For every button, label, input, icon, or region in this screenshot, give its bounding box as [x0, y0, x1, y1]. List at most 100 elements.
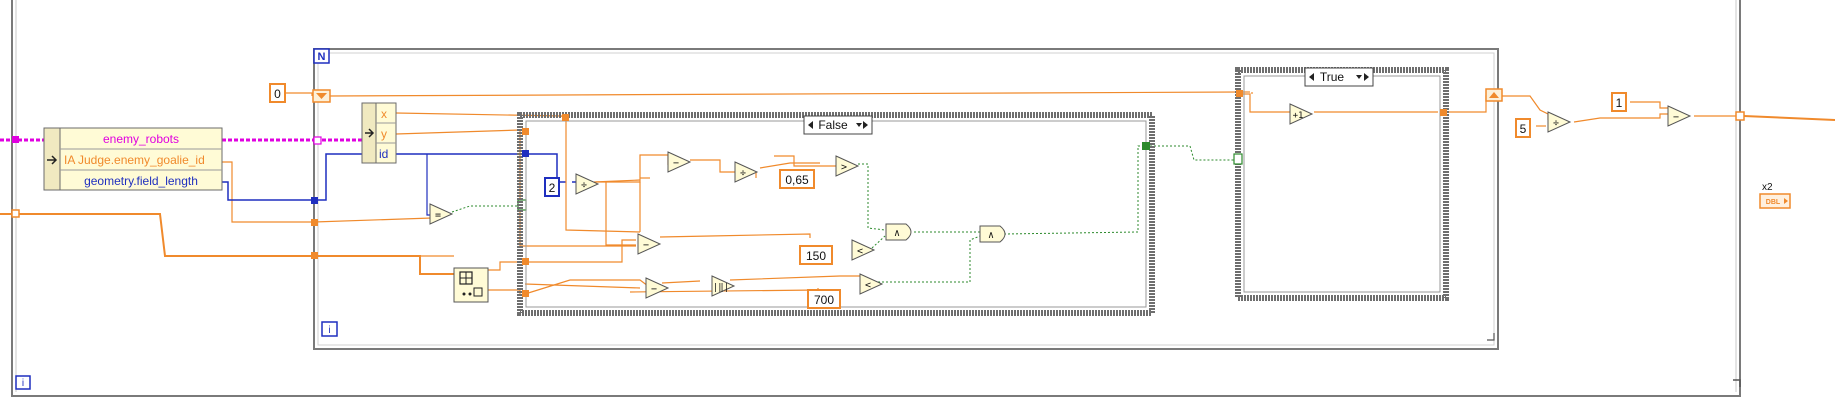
up-arrow-icon	[1489, 92, 1499, 98]
chevron-left-icon	[808, 121, 813, 129]
svg-text:True: True	[1320, 70, 1345, 84]
svg-text:−: −	[1673, 112, 1679, 123]
minus-node-top[interactable]: −	[667, 151, 692, 173]
svg-text:i: i	[22, 378, 24, 389]
constant-0[interactable]: 0	[269, 83, 286, 103]
tunnel-blue-left	[311, 197, 318, 204]
svg-text:0: 0	[274, 87, 281, 101]
outer-loop-iteration-terminal: i	[15, 375, 31, 390]
svg-text:0,65: 0,65	[785, 173, 809, 187]
input-tunnel-orange	[11, 209, 20, 218]
inner-tunnel-3	[522, 150, 529, 157]
chevron-down-icon	[856, 123, 862, 127]
outer-loop-frame: i	[11, 0, 1741, 397]
svg-text:N: N	[318, 51, 326, 63]
minus-node-final[interactable]: −	[1667, 105, 1692, 127]
outer-case-selector-terminal	[1233, 153, 1243, 165]
inner-tunnel-out	[1142, 142, 1150, 150]
input-tunnel-pink	[12, 136, 19, 143]
unbundle-item-field-length: geometry.field_length	[84, 174, 198, 188]
svg-text:False: False	[818, 118, 848, 132]
and-node-1[interactable]: ∧	[885, 223, 912, 241]
outer-case-selector-label[interactable]: True	[1304, 67, 1374, 87]
tunnel-pink-left	[313, 136, 322, 145]
unbundle-by-name-node[interactable]: enemy_robots IA Judge.enemy_goalie_id ge…	[43, 127, 223, 191]
svg-text:2: 2	[549, 181, 556, 195]
arrow-icon	[365, 128, 375, 138]
constant-1[interactable]: 1	[1611, 92, 1627, 112]
indicator-type: DBL	[1766, 199, 1781, 206]
svg-text:∧: ∧	[894, 228, 900, 239]
indicator-x2[interactable]: x2 DBL	[1759, 182, 1791, 209]
increment-node[interactable]: +1	[1289, 103, 1314, 125]
outer-loop-tunnel-out	[1735, 111, 1745, 121]
less-node-1[interactable]: <	[851, 239, 876, 261]
svg-text:−: −	[673, 158, 679, 169]
inner-case-structure: False	[517, 112, 1155, 316]
divide-node-2[interactable]: ÷	[734, 161, 759, 183]
chevron-right-icon	[1364, 73, 1369, 81]
greater-node[interactable]: >	[835, 155, 860, 177]
svg-text:÷: ÷	[581, 180, 587, 191]
arrow-icon	[1784, 198, 1788, 204]
svg-text:∧: ∧	[988, 230, 994, 241]
svg-text:−: −	[651, 284, 657, 295]
chevron-left-icon	[1309, 73, 1314, 81]
divide-node-1[interactable]: ÷	[575, 173, 600, 195]
abs-node[interactable]: |‖|	[711, 275, 736, 297]
arrow-icon	[47, 155, 58, 165]
minus-node-bottom[interactable]: −	[645, 277, 670, 299]
tunnel-orange-left-2	[311, 252, 318, 259]
less-node-2[interactable]: <	[859, 273, 884, 295]
unbundle-item-enemy-robots: enemy_robots	[103, 132, 179, 146]
svg-text:150: 150	[806, 249, 826, 263]
outer-case-tunnel-in	[1236, 90, 1243, 97]
svg-text:−: −	[643, 240, 649, 251]
unbundle-xyz-node[interactable]: x y id	[361, 102, 397, 164]
svg-text:700: 700	[814, 293, 834, 307]
constant-5[interactable]: 5	[1515, 118, 1531, 138]
unbundle-item-enemy-goalie-id: IA Judge.enemy_goalie_id	[64, 153, 205, 167]
svg-text:+1: +1	[1293, 111, 1304, 121]
svg-text:<: <	[857, 246, 863, 257]
svg-text:i: i	[328, 325, 330, 336]
constant-700[interactable]: 700	[807, 289, 841, 309]
inner-tunnel-4	[522, 258, 529, 265]
and-node-2[interactable]: ∧	[979, 225, 1006, 243]
field-id: id	[379, 147, 388, 161]
outer-case-tunnel-out	[1440, 109, 1447, 116]
field-y: y	[381, 127, 387, 141]
constant-0-65[interactable]: 0,65	[779, 169, 815, 189]
inner-tunnel-1	[562, 114, 569, 121]
constant-150[interactable]: 150	[799, 245, 833, 265]
for-loop-iteration-terminal: i	[321, 321, 338, 337]
for-loop-count-terminal: N	[313, 48, 330, 64]
wires	[0, 91, 1835, 295]
down-arrow-icon	[316, 93, 327, 99]
svg-text:|‖|: |‖|	[713, 283, 729, 293]
svg-text:5: 5	[1520, 122, 1527, 136]
tunnel-orange-left-1	[311, 219, 318, 226]
minus-node-mid[interactable]: −	[637, 233, 662, 255]
inner-case-selector-label[interactable]: False	[803, 115, 873, 135]
chevron-down-icon	[1356, 75, 1362, 79]
svg-text:=: =	[435, 210, 441, 221]
divide-node-3[interactable]: ÷	[1547, 111, 1572, 133]
right-shift-register[interactable]	[1485, 88, 1503, 102]
svg-text:÷: ÷	[1553, 118, 1559, 129]
field-x: x	[381, 107, 387, 121]
outer-case-structure: True	[1235, 67, 1449, 301]
inner-tunnel-2	[522, 128, 529, 135]
constant-2[interactable]: 2	[544, 177, 560, 197]
equal-node[interactable]: =	[429, 203, 454, 225]
svg-text:1: 1	[1616, 96, 1623, 110]
left-shift-register[interactable]	[312, 89, 331, 103]
svg-text:<: <	[865, 280, 871, 291]
inner-tunnel-5	[522, 290, 529, 297]
svg-text:>: >	[841, 162, 847, 173]
svg-text:÷: ÷	[740, 168, 746, 179]
chevron-right-icon	[863, 121, 868, 129]
array-function-node[interactable]	[453, 267, 489, 303]
indicator-label: x2	[1762, 182, 1773, 193]
